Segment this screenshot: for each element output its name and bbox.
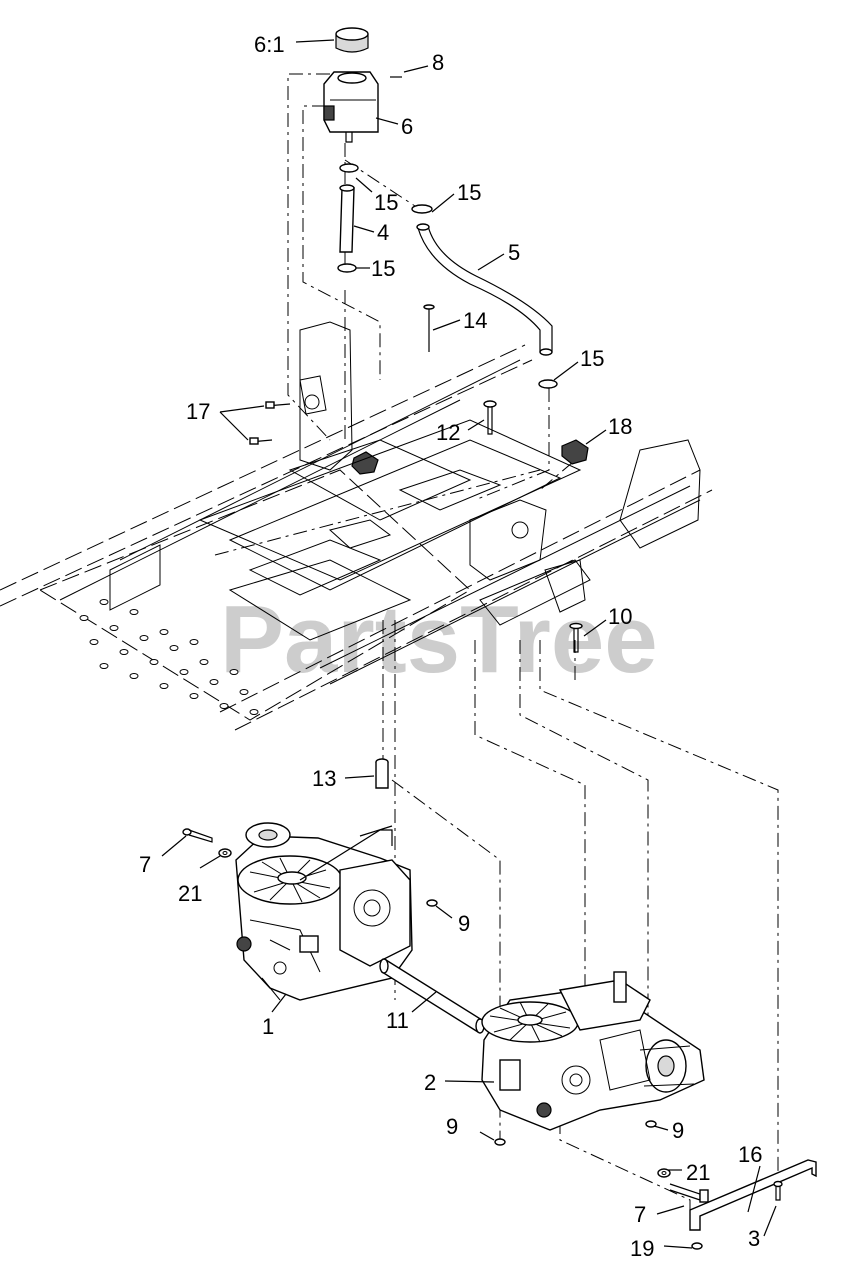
- callout-4: 4: [377, 220, 389, 245]
- callout-19: 19: [630, 1236, 654, 1261]
- callout-7-b: 7: [634, 1202, 646, 1227]
- reservoir-assembly: [323, 27, 402, 143]
- callout-14: 14: [463, 308, 487, 333]
- callout-15-c: 15: [371, 256, 395, 281]
- callout-21-a: 21: [178, 881, 202, 906]
- callout-12: 12: [436, 420, 460, 445]
- callout-15-b: 15: [457, 180, 481, 205]
- assembly-lines: [214, 73, 779, 1230]
- callout-3: 3: [748, 1226, 760, 1251]
- callout-5: 5: [508, 240, 520, 265]
- hardware-middle: [375, 622, 583, 789]
- callout-15-d: 15: [580, 346, 604, 371]
- callout-21-b: 21: [686, 1160, 710, 1185]
- callout-7-a: 7: [139, 852, 151, 877]
- callout-13: 13: [312, 766, 336, 791]
- callout-16: 16: [738, 1142, 762, 1167]
- left-bolt-washer: [182, 828, 232, 858]
- leader-lines: [161, 39, 777, 1249]
- nut-9-left: [426, 899, 438, 907]
- callout-11: 11: [386, 1008, 409, 1033]
- callout-6: 6: [401, 114, 413, 139]
- callouts: 6:1 8 6 15 15 4 5 15 14 15 17 12 18 10 1…: [139, 32, 762, 1261]
- callout-9-b: 9: [446, 1114, 458, 1139]
- callout-10: 10: [608, 604, 632, 629]
- chassis-frame: [0, 321, 713, 731]
- callout-2: 2: [424, 1070, 436, 1095]
- hoses: [337, 163, 558, 389]
- callout-1: 1: [262, 1014, 274, 1039]
- callout-6-1: 6:1: [254, 32, 285, 57]
- nut-9-middle: [494, 1138, 506, 1146]
- right-bolt-washer: [657, 1168, 709, 1203]
- hardware-upper: [249, 304, 589, 475]
- left-transaxle: [235, 822, 413, 1001]
- nut-9-right: [645, 1120, 657, 1128]
- right-transaxle: [481, 971, 705, 1131]
- callout-18: 18: [608, 414, 632, 439]
- deck-holes: [79, 599, 259, 715]
- callout-8: 8: [432, 50, 444, 75]
- callout-9-c: 9: [672, 1118, 684, 1143]
- bracket-16: [689, 1159, 817, 1250]
- callout-17: 17: [186, 399, 210, 424]
- callout-9-a: 9: [458, 911, 470, 936]
- callout-15-a: 15: [374, 190, 398, 215]
